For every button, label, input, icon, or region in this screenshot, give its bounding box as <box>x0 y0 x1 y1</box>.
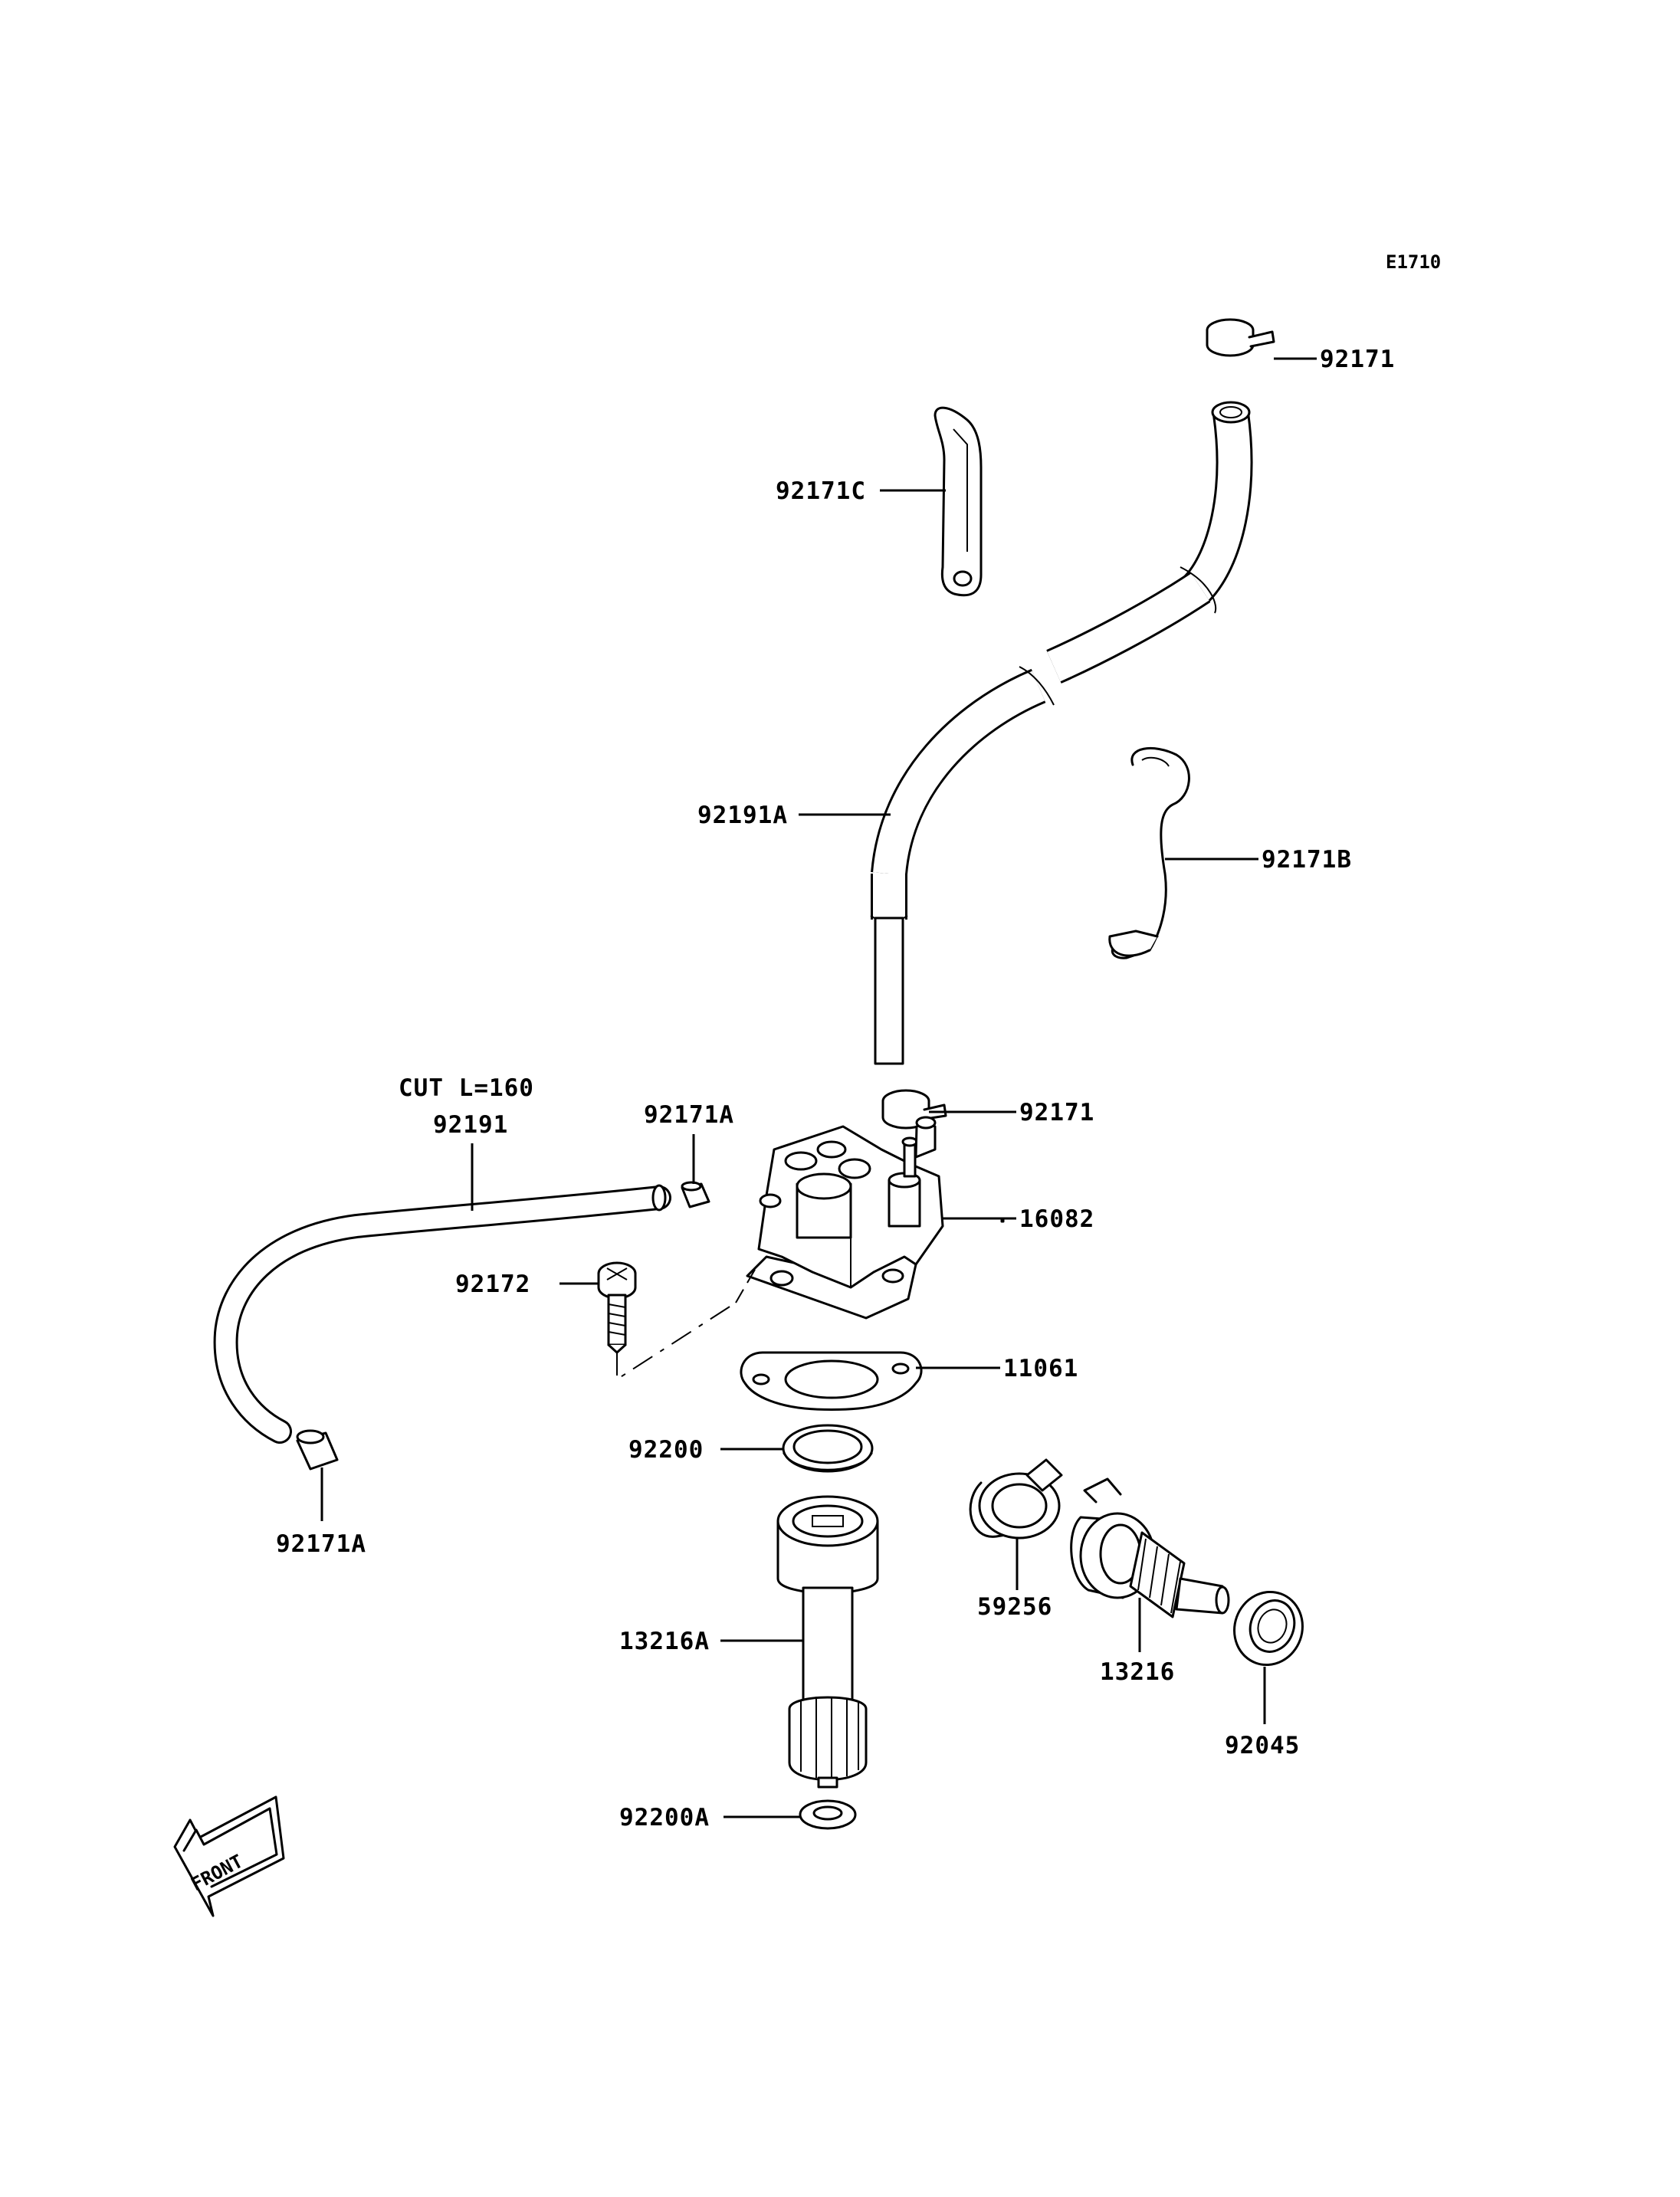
washer-92200[interactable] <box>782 1424 874 1473</box>
label-92171-middle: 92171 <box>1019 1099 1094 1126</box>
label-92191a: 92191A <box>697 802 788 829</box>
hose-92191a[interactable] <box>870 401 1253 1065</box>
oil-pump-16082[interactable] <box>746 1116 1005 1320</box>
label-92171c: 92171C <box>776 477 866 505</box>
clamp-92171-middle[interactable] <box>881 1089 947 1130</box>
bracket-92171c[interactable] <box>934 406 983 597</box>
washer-92200a[interactable] <box>799 1799 857 1830</box>
label-59256: 59256 <box>977 1593 1052 1621</box>
label-92172: 92172 <box>455 1271 530 1298</box>
label-16082: 16082 <box>1019 1205 1094 1233</box>
clip-92171b[interactable] <box>1108 746 1190 959</box>
gasket-11061[interactable] <box>740 1351 923 1411</box>
label-11061: 11061 <box>1003 1355 1078 1382</box>
label-92171a-top: 92171A <box>644 1101 734 1129</box>
label-92045: 92045 <box>1225 1732 1300 1759</box>
screw-92172[interactable] <box>597 1261 637 1354</box>
screw-alignment-line <box>616 1302 737 1381</box>
oil-seal-92045[interactable] <box>1224 1582 1313 1674</box>
driven-gear-13216[interactable] <box>1070 1477 1230 1618</box>
label-92171a-bottom: 92171A <box>276 1530 366 1558</box>
cut-length-note: CUT L=160 <box>399 1074 534 1102</box>
front-direction-arrow: FRONT <box>173 1795 285 1917</box>
label-13216a: 13216A <box>619 1628 710 1655</box>
gear-shaft-13216a[interactable] <box>776 1495 879 1789</box>
hose-92191[interactable] <box>213 1184 671 1444</box>
bushing-59256[interactable] <box>969 1458 1063 1540</box>
label-92191: 92191 <box>433 1111 508 1139</box>
screw-alignment-line-2 <box>735 1262 760 1303</box>
clip-92171a-bottom[interactable] <box>296 1429 339 1471</box>
clamp-92171-top[interactable] <box>1206 318 1275 357</box>
label-92200a: 92200A <box>619 1804 710 1831</box>
label-13216: 13216 <box>1100 1658 1175 1686</box>
label-92200: 92200 <box>628 1436 704 1464</box>
label-92171b: 92171B <box>1262 846 1352 874</box>
diagram-code: E1710 <box>1386 251 1441 273</box>
label-92171-top: 92171 <box>1320 346 1395 373</box>
clip-92171a-top[interactable] <box>681 1181 710 1208</box>
